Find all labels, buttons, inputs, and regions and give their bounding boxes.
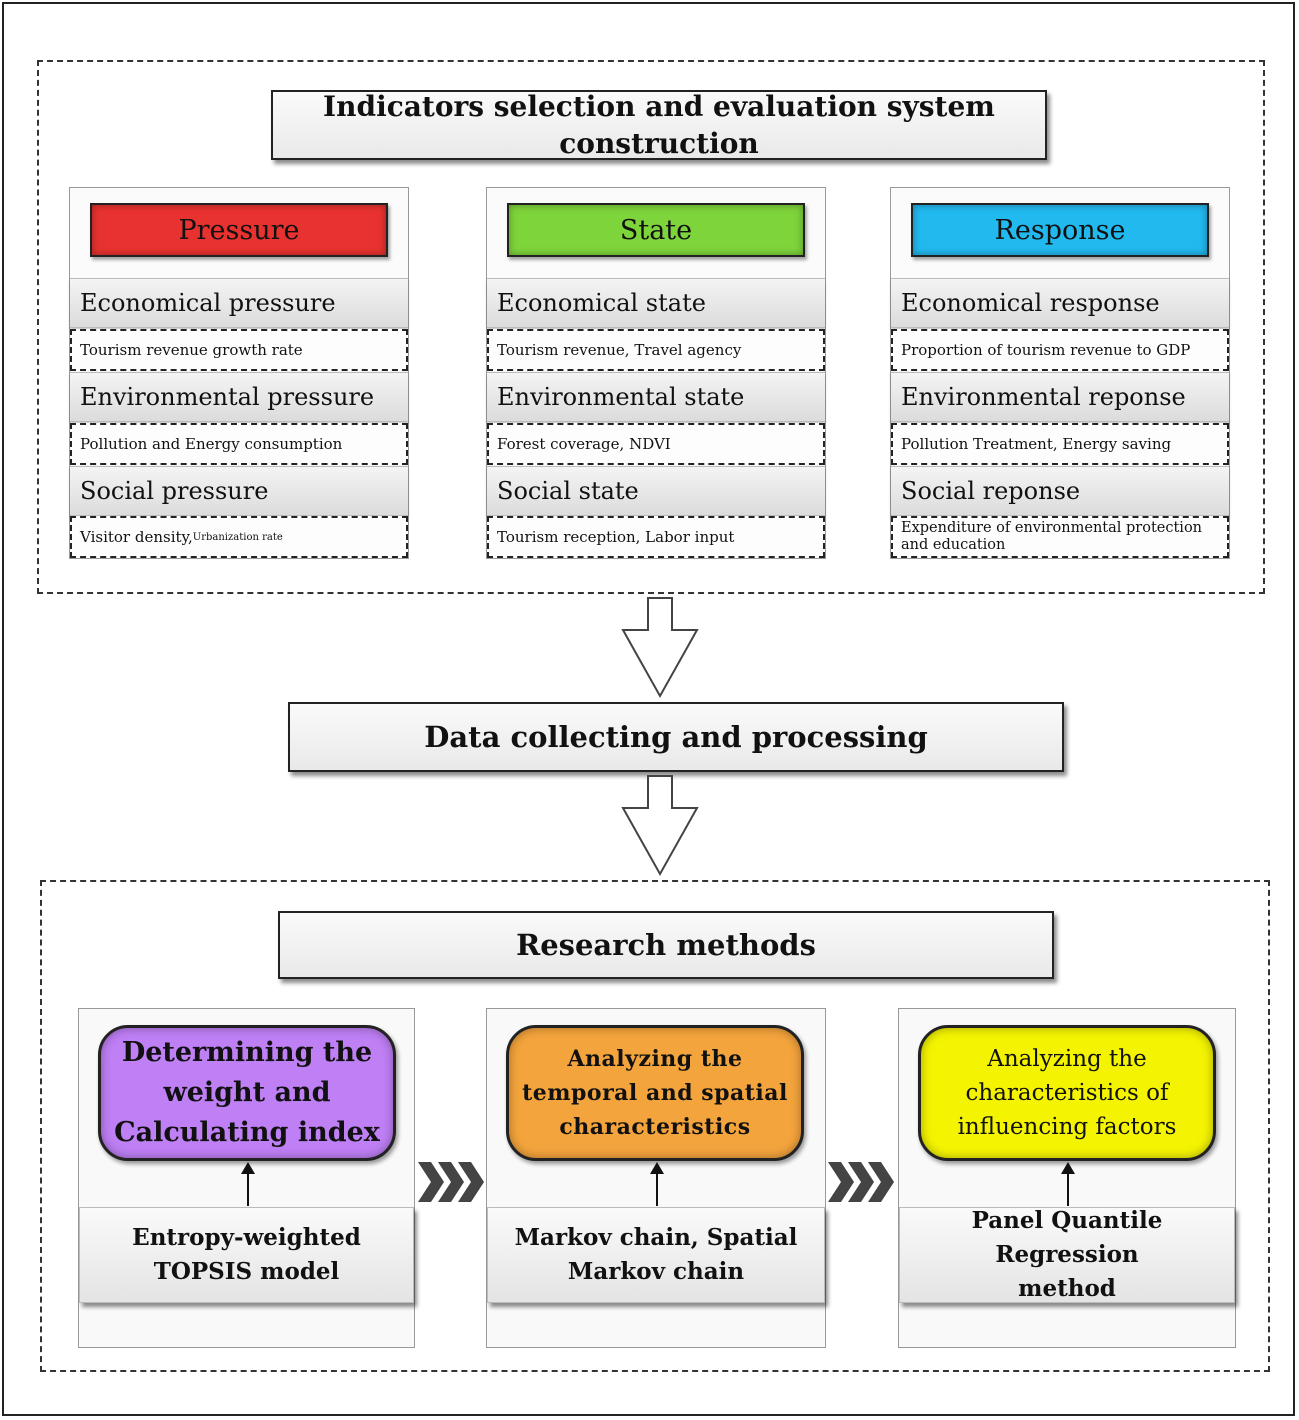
social-state-category: Social state	[487, 466, 825, 516]
up-arrow-icon	[650, 1162, 664, 1206]
method-column-factors: Analyzing the characteristics of influen…	[898, 1008, 1236, 1348]
pressure-header-area: Pressure	[70, 188, 408, 279]
social-pressure-category: Social pressure	[70, 466, 408, 516]
factors-method-box: Analyzing the characteristics of influen…	[918, 1025, 1216, 1161]
response-column: Response Economical response Proportion …	[890, 187, 1230, 559]
panel-quantile-tool: Panel Quantile Regression method	[899, 1207, 1235, 1303]
down-arrow-icon	[621, 775, 699, 877]
response-header-area: Response	[891, 188, 1229, 279]
markov-chain-tool: Markov chain, Spatial Markov chain	[487, 1207, 825, 1303]
entropy-topsis-tool: Entropy-weighted TOPSIS model	[79, 1207, 414, 1303]
social-pressure-indicator: Visitor density,Urbanization rate	[70, 516, 408, 558]
social-response-indicator: Expenditure of environmental protection …	[891, 516, 1229, 558]
weighting-method-box: Determining the weight and Calculating i…	[98, 1025, 396, 1161]
economical-response-category: Economical response	[891, 278, 1229, 328]
economical-response-indicator: Proportion of tourism revenue to GDP	[891, 329, 1229, 371]
research-methods-title: Research methods	[278, 911, 1054, 979]
down-arrow-icon	[621, 597, 699, 699]
environmental-state-indicator: Forest coverage, NDVI	[487, 423, 825, 465]
social-pressure-indicator-small: Urbanization rate	[192, 531, 283, 543]
chevrons-right-icon	[828, 1162, 894, 1202]
up-arrow-icon	[240, 1162, 255, 1206]
social-state-indicator: Tourism reception, Labor input	[487, 516, 825, 558]
indicators-title: Indicators selection and evaluation syst…	[271, 90, 1047, 160]
economical-pressure-indicator: Tourism revenue growth rate	[70, 329, 408, 371]
environmental-pressure-indicator: Pollution and Energy consumption	[70, 423, 408, 465]
environmental-pressure-category: Environmental pressure	[70, 372, 408, 422]
spatiotemporal-method-box: Analyzing the temporal and spatial chara…	[506, 1025, 804, 1161]
up-arrow-icon	[1061, 1162, 1075, 1206]
social-response-category: Social reponse	[891, 466, 1229, 516]
economical-pressure-category: Economical pressure	[70, 278, 408, 328]
state-header-area: State	[487, 188, 825, 279]
economical-state-category: Economical state	[487, 278, 825, 328]
data-processing-step: Data collecting and processing	[288, 702, 1064, 772]
response-header: Response	[911, 203, 1209, 257]
indicators-section	[37, 60, 1265, 594]
state-column: State Economical state Tourism revenue, …	[486, 187, 826, 559]
state-header: State	[507, 203, 805, 257]
method-column-weighting: Determining the weight and Calculating i…	[78, 1008, 415, 1348]
pressure-header: Pressure	[90, 203, 388, 257]
environmental-response-indicator: Pollution Treatment, Energy saving	[891, 423, 1229, 465]
method-column-spatiotemporal: Analyzing the temporal and spatial chara…	[486, 1008, 826, 1348]
economical-state-indicator: Tourism revenue, Travel agency	[487, 329, 825, 371]
chevrons-right-icon	[418, 1162, 484, 1202]
environmental-state-category: Environmental state	[487, 372, 825, 422]
pressure-column: Pressure Economical pressure Tourism rev…	[69, 187, 409, 559]
environmental-response-category: Environmental reponse	[891, 372, 1229, 422]
social-pressure-indicator-main: Visitor density,	[80, 527, 193, 546]
research-methods-section	[40, 880, 1270, 1372]
